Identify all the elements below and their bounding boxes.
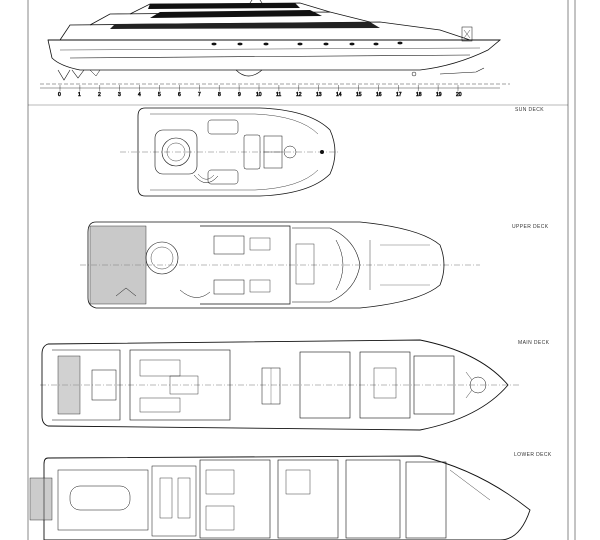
scale-number: 19 xyxy=(436,92,442,98)
scale-number: 9 xyxy=(238,92,241,98)
scale-number: 18 xyxy=(416,92,422,98)
sun-deck-plan xyxy=(120,107,340,197)
scale-number: 5 xyxy=(158,92,161,98)
scale-number: 12 xyxy=(296,92,302,98)
main-deck-label: MAIN DECK xyxy=(518,340,550,346)
scale-number: 16 xyxy=(376,92,382,98)
scale-number: 14 xyxy=(336,92,342,98)
scale-number: 1 xyxy=(78,92,81,98)
scale-number: 11 xyxy=(276,92,281,98)
scale-number: 8 xyxy=(218,92,221,98)
sheet-frame xyxy=(27,0,576,540)
scale-number: 13 xyxy=(316,92,322,98)
scale-number: 2 xyxy=(98,92,101,98)
sun-deck-label: SUN DECK xyxy=(515,107,545,113)
main-deck-plan xyxy=(40,339,520,431)
frame-scale-numbers: 0 1 2 3 4 5 6 7 8 9 10 11 12 13 14 15 16… xyxy=(58,92,462,99)
scale-number: 7 xyxy=(198,92,201,98)
frame-scale xyxy=(40,85,500,91)
lower-deck-plan xyxy=(29,455,531,540)
upper-deck-label: UPPER DECK xyxy=(512,224,549,230)
upper-deck-plan xyxy=(80,221,480,309)
scale-number: 10 xyxy=(256,92,262,98)
profile-view xyxy=(40,0,510,85)
scale-number: 20 xyxy=(456,92,462,98)
scale-number: 0 xyxy=(58,92,61,98)
scale-number: 15 xyxy=(356,92,362,98)
scale-number: 17 xyxy=(396,92,402,98)
scale-number: 6 xyxy=(178,92,181,98)
scale-number: 3 xyxy=(118,92,121,98)
lower-deck-label: LOWER DECK xyxy=(514,452,552,458)
scale-number: 4 xyxy=(138,92,141,98)
